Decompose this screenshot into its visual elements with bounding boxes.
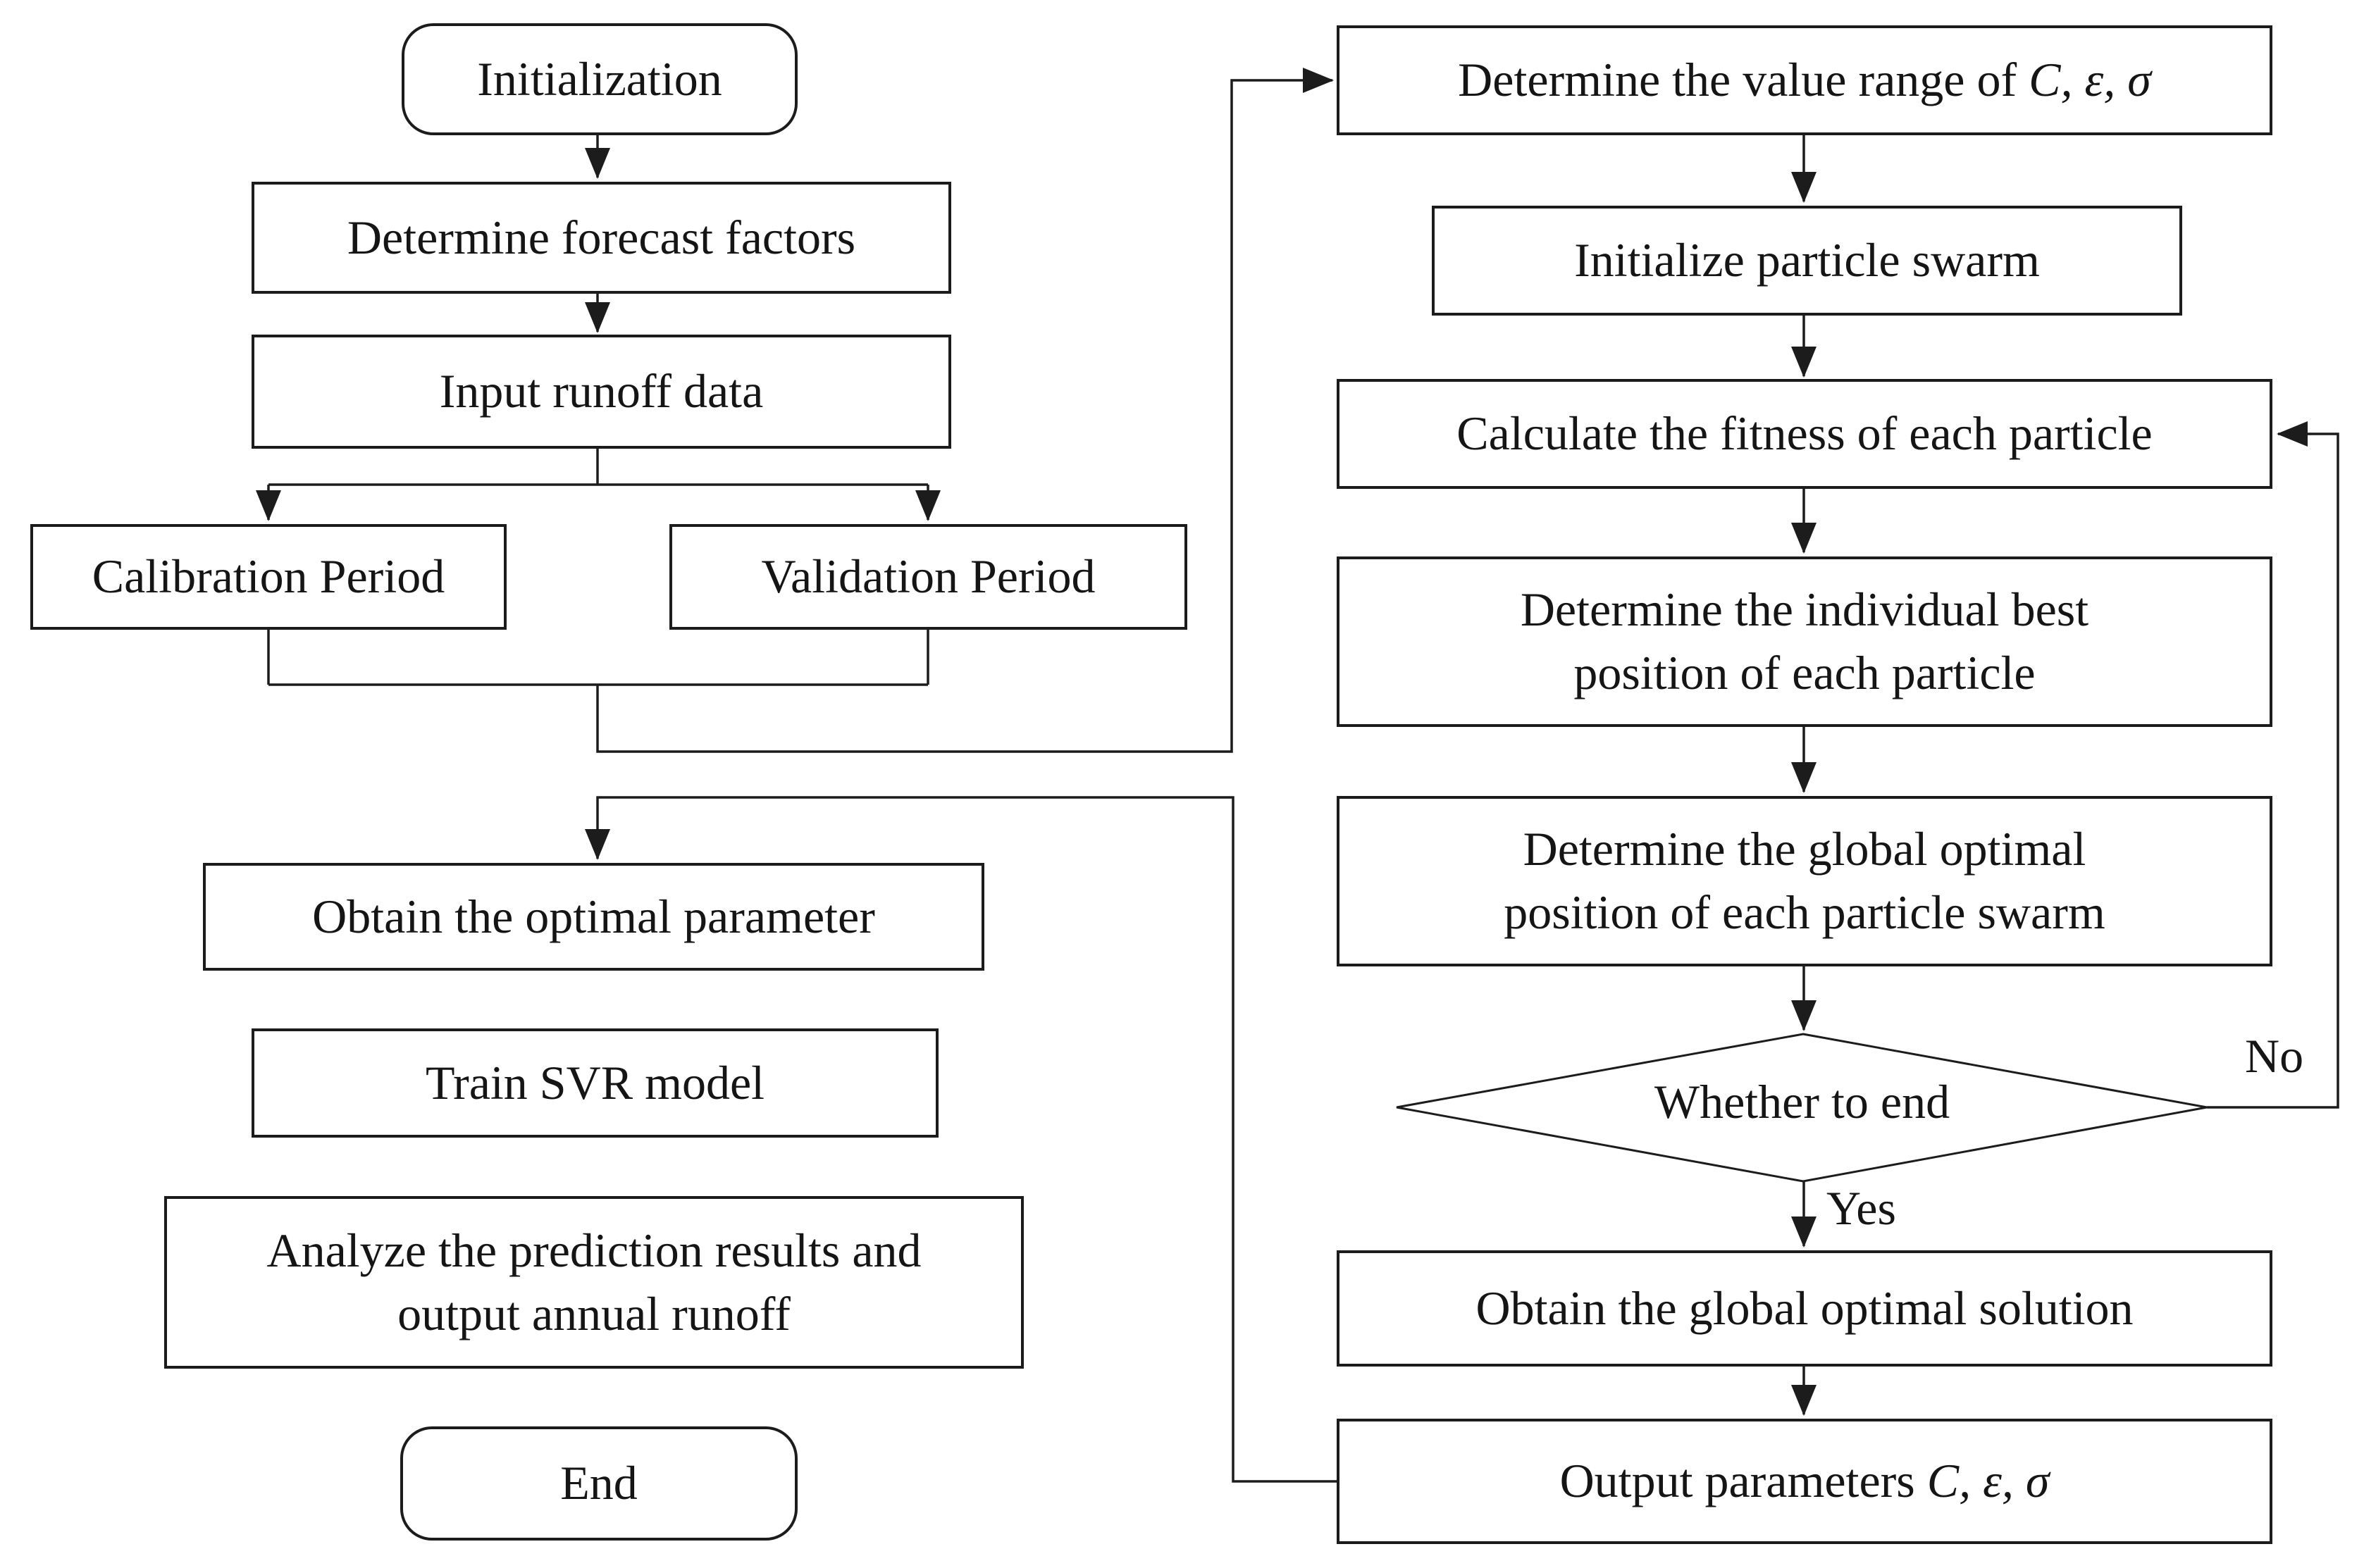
node-individual-best-position: Determine the individual best position o… — [1337, 556, 2272, 727]
edge-merge-to-range — [596, 68, 1334, 753]
node-obtain-optimal-parameter-label: Obtain the optimal parameter — [312, 889, 875, 943]
node-global-optimal-position: Determine the global optimal position of… — [1337, 796, 2272, 966]
node-validation-period: Validation Period — [669, 524, 1187, 630]
node-calculate-fitness: Calculate the fitness of each particle — [1337, 379, 2272, 489]
edge-periods-merge — [267, 630, 929, 686]
node-whether-to-end-label: Whether to end — [1654, 1075, 1950, 1128]
range-label-prefix: Determine the value range of — [1458, 53, 2029, 107]
edge-input-split — [268, 449, 928, 486]
output-label-params: C, ε, σ — [1926, 1454, 2050, 1508]
node-calculate-fitness-label: Calculate the fitness of each particle — [1456, 406, 2153, 461]
node-global-optimal-line2: position of each particle swarm — [1504, 885, 2105, 939]
node-calibration-period-label: Calibration Period — [92, 549, 445, 604]
node-obtain-global-optimal-solution-label: Obtain the global optimal solution — [1475, 1281, 2134, 1335]
edge-output-to-obtain-param — [585, 796, 1337, 1483]
node-end: End — [400, 1426, 798, 1541]
node-input-runoff-data: Input runoff data — [252, 335, 951, 449]
node-obtain-global-optimal-solution: Obtain the global optimal solution — [1337, 1250, 2272, 1367]
node-individual-best-line2: position of each particle — [1573, 646, 2036, 699]
node-input-runoff-data-label: Input runoff data — [439, 364, 764, 418]
node-whether-to-end: Whether to end — [1480, 1076, 2124, 1128]
node-calibration-period: Calibration Period — [30, 524, 507, 630]
branch-label-yes: Yes — [1826, 1181, 1896, 1235]
output-label-prefix: Output parameters — [1559, 1454, 1927, 1508]
node-individual-best-line1: Determine the individual best — [1520, 583, 2089, 637]
node-output-parameters: Output parameters C, ε, σ — [1337, 1419, 2272, 1544]
node-determine-value-range-label: Determine the value range of C, ε, σ — [1458, 49, 2151, 112]
node-analyze-prediction-results: Analyze the prediction results and outpu… — [164, 1196, 1024, 1369]
node-analyze-line1: Analyze the prediction results and — [266, 1223, 922, 1277]
node-obtain-optimal-parameter: Obtain the optimal parameter — [203, 863, 984, 971]
branch-label-no: No — [2245, 1029, 2304, 1083]
node-determine-forecast-factors: Determine forecast factors — [252, 182, 951, 294]
node-determine-forecast-factors-label: Determine forecast factors — [347, 210, 856, 264]
node-determine-value-range: Determine the value range of C, ε, σ — [1337, 25, 2272, 135]
node-train-svr-model: Train SVR model — [252, 1028, 939, 1138]
node-train-svr-model-label: Train SVR model — [425, 1055, 765, 1109]
node-initialization-label: Initialization — [477, 51, 722, 106]
decision-diamond — [1396, 1033, 2208, 1183]
node-validation-period-label: Validation Period — [761, 549, 1096, 604]
node-analyze-line2: output annual runoff — [397, 1286, 791, 1340]
range-label-params: C, ε, σ — [2029, 53, 2151, 107]
node-end-label: End — [560, 1456, 638, 1510]
node-global-optimal-line1: Determine the global optimal — [1523, 822, 2086, 876]
edge-decision-no-feedback — [2207, 421, 2339, 1109]
node-output-parameters-label: Output parameters C, ε, σ — [1560, 1450, 2050, 1513]
node-initialization: Initialization — [402, 23, 798, 135]
node-initialize-particle-swarm-label: Initialize particle swarm — [1574, 233, 2040, 287]
node-initialize-particle-swarm: Initialize particle swarm — [1432, 206, 2182, 316]
